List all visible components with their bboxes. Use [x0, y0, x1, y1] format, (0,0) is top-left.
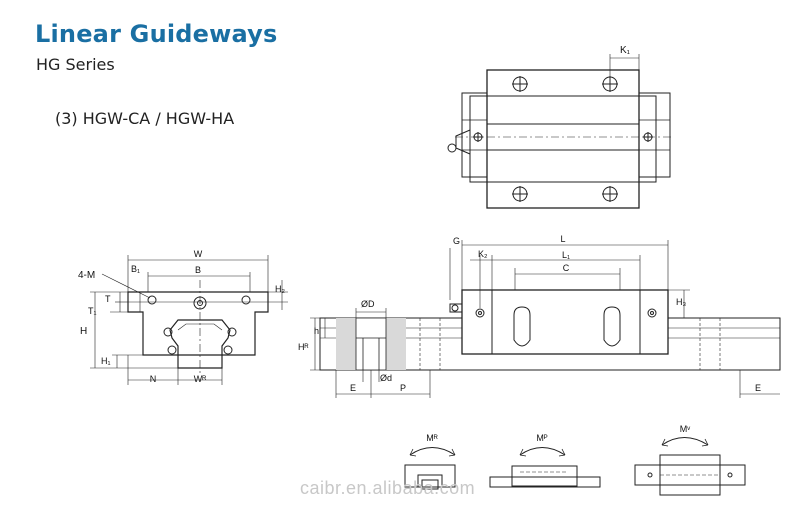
od-label: ØD — [361, 299, 375, 309]
hr-label: Hᴿ — [298, 342, 309, 352]
h3-label: H₃ — [676, 297, 686, 307]
moment-mr-diagram — [404, 447, 456, 490]
e-label: E — [350, 383, 356, 393]
wr-label: Wᴿ — [194, 374, 207, 384]
side-view-drawing — [310, 240, 781, 398]
b-label: B — [195, 265, 201, 275]
model-label: (3) HGW-CA / HGW-HA — [55, 109, 235, 128]
moment-mp-diagram — [489, 447, 601, 488]
small-h-label: h — [314, 326, 319, 336]
mp-label: Mᴾ — [536, 433, 547, 443]
c-label: C — [563, 263, 570, 273]
b1-label: B₁ — [131, 264, 140, 274]
t-label: T — [105, 294, 111, 304]
l1-label: L₁ — [562, 250, 570, 260]
my-label: Mᵛ — [680, 424, 690, 434]
series-subtitle: HG Series — [36, 55, 115, 74]
g-label: G — [453, 236, 460, 246]
4m-label: 4-M — [78, 270, 95, 281]
w-label: W — [194, 249, 203, 259]
h-label: H — [80, 326, 87, 337]
k2-label: K₂ — [478, 249, 488, 259]
e-right-label: E — [755, 383, 761, 393]
page-title: Linear Guideways — [35, 20, 278, 48]
k1-label: K₁ — [620, 45, 631, 56]
n-label: N — [150, 374, 157, 384]
l-label: L — [560, 234, 565, 244]
mr-label: Mᴿ — [426, 433, 438, 443]
p-label: P — [400, 383, 406, 393]
top-view-drawing — [447, 54, 672, 209]
h2-label: H₂ — [275, 284, 285, 294]
front-view-drawing — [90, 255, 288, 385]
moment-my-diagram — [634, 437, 746, 496]
watermark: caibr.en.alibaba.com — [300, 478, 476, 498]
h1-label: H₁ — [101, 356, 111, 366]
t1-label: T₁ — [88, 306, 97, 316]
od-small-label: Ød — [380, 373, 392, 383]
